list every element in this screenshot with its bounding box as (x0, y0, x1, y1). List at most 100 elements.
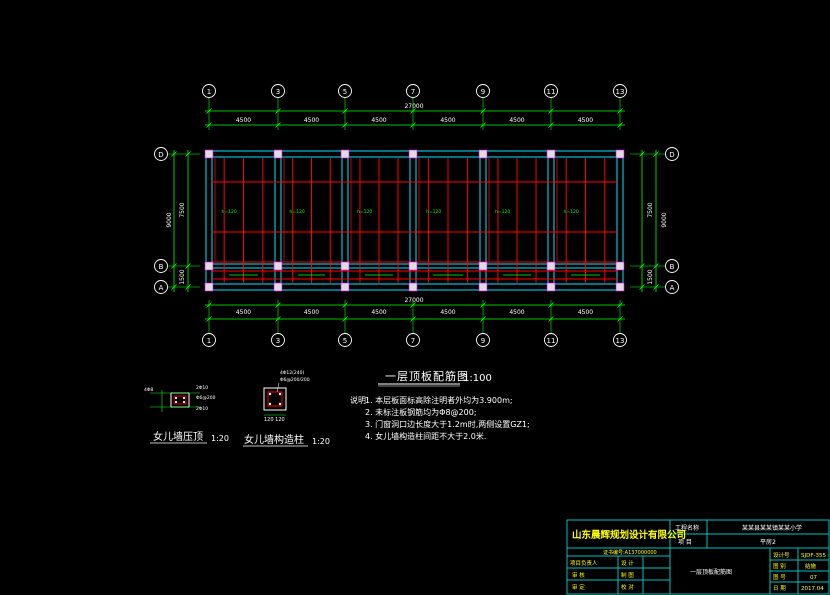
axis-label: 7 (411, 337, 415, 345)
dim-tick (171, 263, 177, 269)
meta-label: 日 期 (773, 585, 786, 592)
axis-label: 11 (547, 88, 556, 96)
dim-tick (653, 263, 659, 269)
meta-value: SJDF-355 (801, 553, 826, 559)
dim-tick (342, 108, 348, 114)
column (478, 282, 488, 292)
axis-bubble (665, 147, 679, 161)
dim-tick (206, 122, 212, 128)
dim-tick (171, 284, 177, 290)
axis-label: 3 (276, 337, 280, 345)
axis-label: 5 (343, 88, 347, 96)
dim-tick (185, 284, 191, 290)
dim-tick (480, 122, 486, 128)
plan-scale: 1:100 (463, 373, 492, 384)
column (340, 261, 350, 271)
dim-text: 4500 (371, 117, 386, 124)
dim-tick (653, 284, 659, 290)
drawing-name: 一层顶板配筋图 (690, 568, 732, 576)
dim-text: 4500 (509, 309, 524, 316)
meta-value: 2017.04 (801, 586, 824, 592)
column (478, 149, 488, 159)
plan-title: 一层顶板配筋图 (385, 369, 469, 383)
dim-tick (206, 108, 212, 114)
dim-tick (480, 108, 486, 114)
column (408, 282, 418, 292)
axis-label: B (670, 263, 675, 271)
dim-tick (639, 263, 645, 269)
dim-text: 4500 (509, 117, 524, 124)
dim-text: 27000 (404, 297, 423, 304)
column (615, 261, 625, 271)
dim-text: 7500 (647, 202, 654, 217)
note-item: 3. 门窗洞口边长度大于1.2m时,两侧设置GZ1; (365, 419, 530, 429)
parapet-column-detail: 4Φ12(240) Φ6@200/200 120 120 女儿墙构造柱 1:20 (243, 370, 330, 447)
axis-label: 9 (481, 337, 485, 345)
axis-label: A (670, 284, 675, 292)
role-label: 审 核 (572, 571, 585, 579)
dim-tick (206, 302, 212, 308)
dim-tick (548, 108, 554, 114)
dim-tick (639, 284, 645, 290)
dim-tick (410, 316, 416, 322)
axis-label: 1 (207, 88, 211, 96)
dim-tick (639, 151, 645, 157)
column (546, 282, 556, 292)
meta-label: 设计号 (773, 551, 790, 559)
column (340, 282, 350, 292)
axis-bubble (476, 84, 490, 98)
column (478, 261, 488, 271)
cert-number: 证书编号:A137000000 (603, 549, 657, 556)
axis-label: 13 (616, 88, 625, 96)
axis-bubble (544, 84, 558, 98)
detail-mark: 2Φ10 (196, 385, 208, 391)
axis-bubble (202, 84, 216, 98)
column (273, 261, 283, 271)
dim-tick (275, 302, 281, 308)
meta-value: 结施 (805, 562, 817, 570)
axis-bubble (202, 333, 216, 347)
dim-tick (653, 151, 659, 157)
slab-thickness: h=120 (564, 209, 579, 215)
dim-tick (548, 302, 554, 308)
column (615, 149, 625, 159)
notes-block: 说明: 1. 本层板面标高除注明者外均为3.900m; 2. 未标注板钢筋均为Φ… (350, 395, 530, 441)
meta-label: 图 别 (773, 562, 786, 570)
axis-bubble (154, 147, 168, 161)
column (204, 261, 214, 271)
dim-tick (185, 151, 191, 157)
detail-mark: Φ6@200/200 (280, 377, 310, 383)
slab-thickness: h=120 (222, 209, 237, 215)
dim-tick (410, 122, 416, 128)
dim-text: 4500 (440, 117, 455, 124)
dim-text: 4500 (578, 117, 593, 124)
dim-text: 7500 (179, 202, 186, 217)
dim-tick (275, 122, 281, 128)
axis-bubble (476, 333, 490, 347)
detail-mark: Φ6@200 (196, 395, 216, 401)
slab-thickness: h=120 (290, 209, 305, 215)
axis-label: 11 (547, 337, 556, 345)
slab-thickness: h=120 (357, 209, 372, 215)
dim-text: 1500 (647, 269, 654, 284)
dimension-lines (173, 110, 657, 320)
axis-label: 13 (616, 337, 625, 345)
dim-tick (275, 316, 281, 322)
column (340, 149, 350, 159)
dim-tick (275, 108, 281, 114)
slab-thickness: h=120 (426, 209, 441, 215)
axis-bubble (613, 333, 627, 347)
axis-bubble (338, 333, 352, 347)
dim-tick (206, 316, 212, 322)
column (615, 282, 625, 292)
title-block: 山东晨辉规划设计有限公司 证书编号:A137000000 工程名称 某某县某某镇… (566, 519, 830, 595)
dim-text: 4500 (578, 309, 593, 316)
project-value: 某某县某某镇某某小学 (742, 524, 802, 532)
project-label: 工程名称 (675, 524, 699, 532)
beam-lines (205, 150, 624, 291)
note-item: 4. 女儿墙构造柱间距不大于2.0米. (365, 431, 486, 441)
axis-bubble (406, 84, 420, 98)
